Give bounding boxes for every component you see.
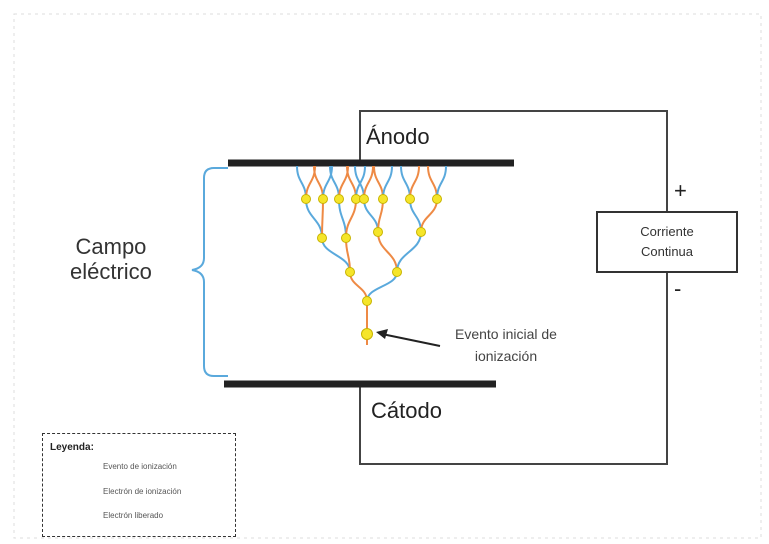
initial-event-label: Evento inicial de ionización: [455, 323, 557, 367]
ionization-electron-path: [382, 165, 393, 200]
positive-terminal-label: +: [674, 178, 687, 203]
legend: Leyenda: Evento de ionización Electrón d…: [42, 433, 236, 537]
legend-item-released-electron: Electrón liberado: [43, 510, 233, 522]
ionization-event-dot: [318, 194, 328, 204]
released-electron-path: [313, 165, 324, 200]
released-electron-path: [321, 198, 324, 239]
legend-item-ionization-event: Evento de ionización: [43, 461, 233, 473]
ionization-event-dot: [432, 194, 442, 204]
field-brace: [191, 167, 228, 377]
circuit-wire-bottom: [359, 273, 668, 465]
power-supply-line2: Continua: [640, 244, 694, 259]
legend-item-label: Electrón liberado: [103, 511, 164, 520]
electric-field-label-line2: eléctrico: [70, 259, 152, 285]
released-electron-path: [377, 231, 398, 273]
arrow-head: [376, 329, 388, 339]
released-electron-path: [345, 198, 357, 239]
negative-terminal-label: -: [674, 276, 682, 301]
ionization-electron-path: [409, 198, 422, 233]
initial-event-label-line2: ionización: [474, 348, 538, 364]
anode-label: Ánodo: [366, 124, 430, 149]
ionization-event-dot: [317, 233, 327, 243]
ionization-electron-path: [363, 198, 379, 233]
legend-item-label: Evento de ionización: [103, 462, 177, 471]
power-supply-line1: Corriente: [640, 224, 694, 239]
ionization-electron-path: [396, 231, 422, 273]
ionization-event-dot: [359, 194, 369, 204]
ionization-event-dot: [405, 194, 415, 204]
legend-item-ionization-electron: Electrón de ionización: [43, 486, 233, 498]
initial-event-arrow: [381, 333, 441, 347]
released-electron-path: [420, 198, 438, 233]
released-electron-path: [377, 198, 384, 233]
dc-power-supply: Corriente Continua: [596, 211, 738, 273]
released-electron-path: [409, 165, 420, 200]
legend-item-label: Electrón de ionización: [103, 487, 182, 496]
electric-field-label: Campo eléctrico: [70, 234, 152, 285]
released-electron-path: [427, 165, 438, 200]
electric-field-label-line1: Campo: [75, 234, 147, 259]
ionization-event-dot: [301, 194, 311, 204]
ionization-event-dot: [373, 227, 383, 237]
released-electron-path: [373, 165, 384, 200]
ionization-electron-path: [366, 271, 398, 302]
ionization-event-dot: [392, 267, 402, 277]
ionization-event-dot: [361, 328, 373, 340]
ionization-electron-path: [400, 165, 411, 200]
ionization-event-dot: [378, 194, 388, 204]
ionization-event-dot: [362, 296, 372, 306]
ionization-electron-path: [436, 165, 447, 200]
electron-avalanche: [296, 165, 447, 345]
figure-frame: [13, 13, 762, 539]
ionization-event-dot: [416, 227, 426, 237]
ionization-event-dot: [334, 194, 344, 204]
ionization-event-dot: [341, 233, 351, 243]
ionization-electron-path: [329, 165, 340, 200]
initial-event-label-line1: Evento inicial de: [455, 326, 557, 342]
circuit-wire: [359, 110, 668, 211]
legend-title: Leyenda:: [50, 442, 94, 453]
ionization-electron-path: [305, 198, 323, 239]
cathode-label: Cátodo: [371, 398, 442, 423]
ionization-electron-path: [338, 198, 347, 239]
ionization-event-dot: [345, 267, 355, 277]
ionization-electron-path: [296, 165, 307, 200]
released-electron-path: [349, 271, 368, 302]
